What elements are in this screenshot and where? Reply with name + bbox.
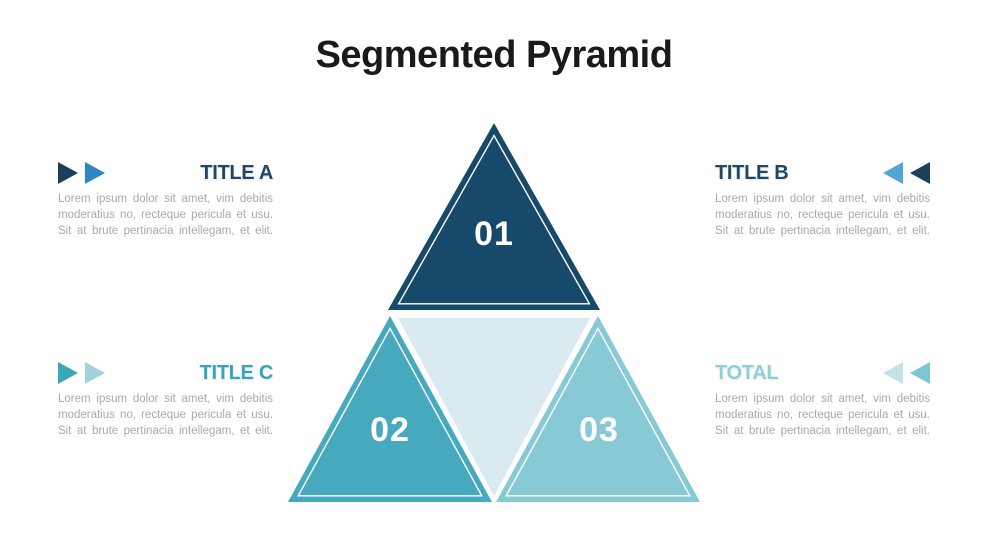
body-line: moderatius no, recteque pericula et usu. — [58, 209, 273, 221]
double-arrow-right-icon — [58, 162, 105, 184]
body-line: Sit at brute pertinacia intellegam, et e… — [715, 225, 930, 237]
body-line: Sit at brute pertinacia intellegam, et e… — [715, 425, 930, 437]
body-line: Lorem ipsum dolor sit amet, vim debitis — [58, 193, 273, 205]
arrow-right-icon — [58, 362, 78, 384]
body-line: moderatius no, recteque pericula et usu. — [58, 409, 273, 421]
double-arrow-left-icon — [883, 162, 930, 184]
arrow-right-icon — [58, 162, 78, 184]
segment-03-shape — [496, 316, 700, 502]
segment-02-outline — [297, 326, 483, 497]
block-body: Lorem ipsum dolor sit amet, vim debitis … — [715, 191, 930, 239]
segment-01-number: 01 — [474, 215, 514, 253]
arrow-right-icon — [85, 162, 105, 184]
block-title: TITLE B — [715, 161, 789, 184]
block-header: TOTAL — [715, 361, 930, 385]
arrow-left-icon — [883, 362, 903, 384]
pyramid-center-segment — [398, 318, 590, 496]
body-line: moderatius no, recteque pericula et usu. — [715, 409, 930, 421]
segment-03-outline — [505, 326, 691, 497]
arrow-left-icon — [910, 162, 930, 184]
block-body: Lorem ipsum dolor sit amet, vim debitis … — [58, 391, 273, 439]
block-header: TITLE A — [58, 161, 273, 185]
block-body: Lorem ipsum dolor sit amet, vim debitis … — [715, 391, 930, 439]
pyramid-segment-02: 02 — [288, 316, 492, 502]
body-line: Sit at brute pertinacia intellegam, et e… — [58, 225, 273, 237]
block-header: TITLE C — [58, 361, 273, 385]
block-title: TOTAL — [715, 361, 779, 384]
arrow-left-icon — [910, 362, 930, 384]
info-block-title-b: TITLE B Lorem ipsum dolor sit amet, vim … — [715, 161, 930, 239]
info-block-title-a: TITLE A Lorem ipsum dolor sit amet, vim … — [58, 161, 273, 239]
segment-02-shape — [288, 316, 492, 502]
block-title: TITLE C — [199, 361, 274, 384]
segment-01-shape — [388, 123, 600, 310]
block-title: TITLE A — [200, 161, 273, 184]
page-title: Segmented Pyramid — [315, 34, 673, 76]
segment-02-number: 02 — [370, 411, 410, 449]
double-arrow-left-icon — [883, 362, 930, 384]
arrow-left-icon — [883, 162, 903, 184]
body-line: moderatius no, recteque pericula et usu. — [715, 209, 930, 221]
body-line: Sit at brute pertinacia intellegam, et e… — [58, 425, 273, 437]
info-block-title-c: TITLE C Lorem ipsum dolor sit amet, vim … — [58, 361, 273, 439]
pyramid-segment-01: 01 — [388, 123, 600, 310]
segment-01-outline — [397, 134, 591, 305]
center-segment-shape — [398, 318, 590, 496]
body-line: Lorem ipsum dolor sit amet, vim debitis — [58, 393, 273, 405]
block-header: TITLE B — [715, 161, 930, 185]
block-body: Lorem ipsum dolor sit amet, vim debitis … — [58, 191, 273, 239]
body-line: Lorem ipsum dolor sit amet, vim debitis — [715, 393, 930, 405]
arrow-right-icon — [85, 362, 105, 384]
info-block-total: TOTAL Lorem ipsum dolor sit amet, vim de… — [715, 361, 930, 439]
double-arrow-right-icon — [58, 362, 105, 384]
segment-03-number: 03 — [579, 411, 619, 449]
body-line: Lorem ipsum dolor sit amet, vim debitis — [715, 193, 930, 205]
pyramid-segment-03: 03 — [496, 316, 700, 502]
